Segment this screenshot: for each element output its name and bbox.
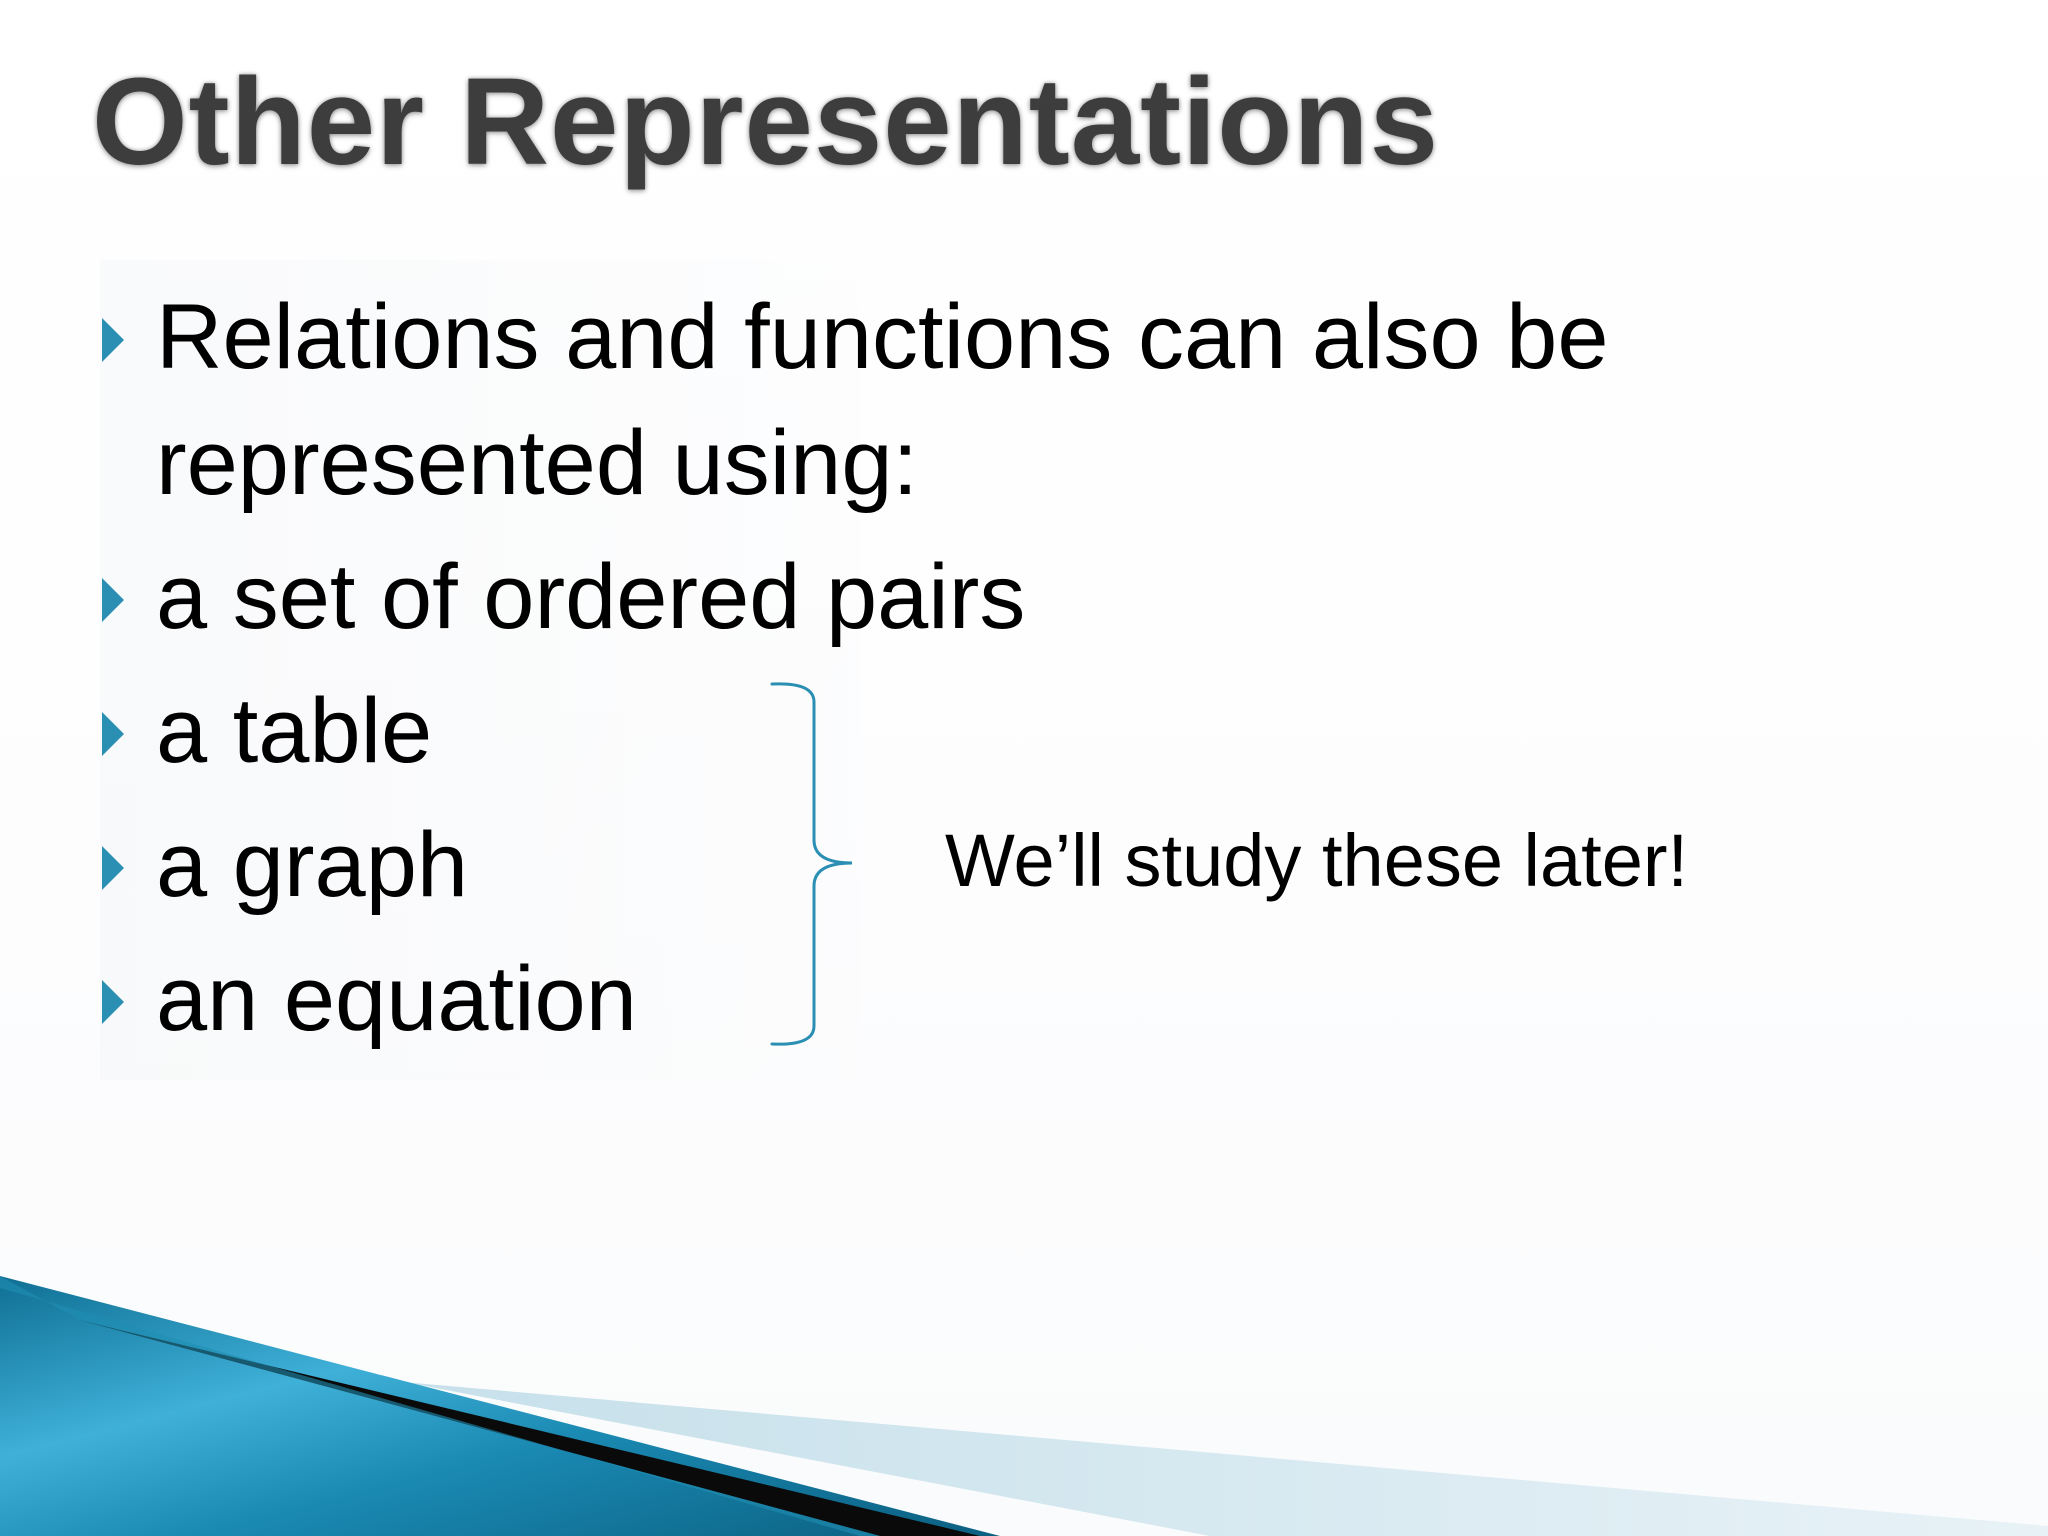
- triangle-right-icon: [102, 846, 124, 890]
- triangle-right-icon: [102, 318, 124, 362]
- bullet-text: a table: [156, 680, 433, 782]
- bullet-text: a set of ordered pairs: [156, 546, 1026, 648]
- bullet-item: an equation: [100, 936, 1876, 1062]
- slide-title: Other Representations: [92, 54, 1439, 191]
- bullet-text: an equation: [156, 948, 637, 1050]
- bullet-item: a table: [100, 668, 1876, 794]
- triangle-right-icon: [102, 980, 124, 1024]
- bullet-item: a set of ordered pairs: [100, 534, 1876, 660]
- bullet-item: Relations and functions can also be repr…: [100, 274, 1876, 526]
- right-curly-brace-icon: [770, 682, 853, 1046]
- note-text: We’ll study these later!: [945, 819, 1689, 902]
- content-panel: [100, 260, 860, 1080]
- triangle-right-icon: [102, 578, 124, 622]
- bullet-text: a graph: [156, 814, 469, 916]
- triangle-right-icon: [102, 712, 124, 756]
- footer-swoosh-decoration: [0, 1276, 2048, 1536]
- bullet-item: a graph: [100, 802, 1876, 928]
- bullet-text: Relations and functions can also be repr…: [156, 286, 1609, 514]
- bullet-list: Relations and functions can also be repr…: [100, 274, 1876, 1070]
